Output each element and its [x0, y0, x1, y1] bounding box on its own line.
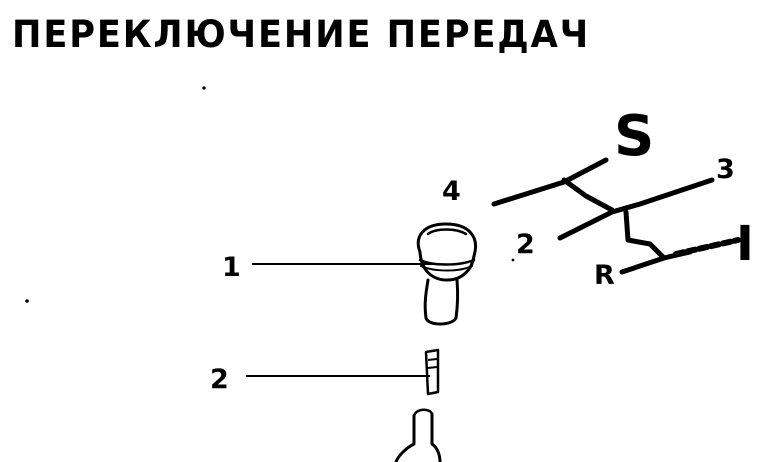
gear-label-3: 3 [716, 154, 735, 185]
gear-label-2: 2 [516, 229, 535, 260]
shift-pattern [491, 157, 741, 275]
shift-knob [416, 222, 477, 326]
callout-label-1: 1 [222, 252, 241, 283]
pin [424, 348, 440, 396]
gear-label-4: 4 [442, 176, 461, 207]
lever-rod [394, 408, 442, 462]
speck [202, 86, 206, 90]
diagram-title: ПЕРЕКЛЮЧЕНИЕ ПЕРЕДАЧ [12, 13, 591, 56]
callout-label-2: 2 [210, 364, 229, 395]
speck [511, 258, 515, 262]
gear-label-reverse: R [594, 260, 615, 291]
gear-label-1: I [736, 216, 754, 272]
shift-mode-label: S [614, 104, 654, 169]
speck [25, 299, 29, 303]
